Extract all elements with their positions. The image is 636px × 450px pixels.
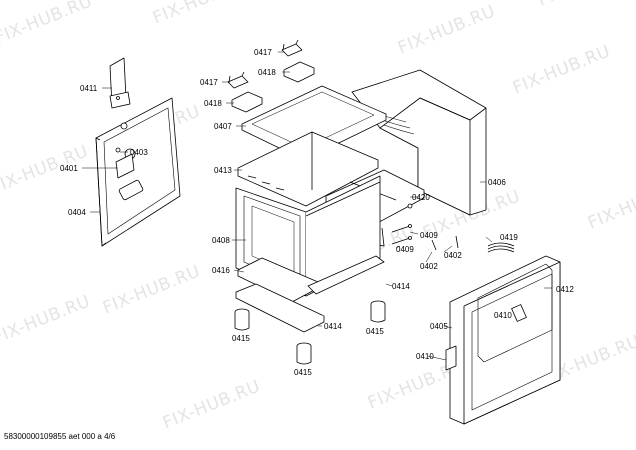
label-0417: 0417 [200, 78, 218, 87]
label-0405: 0405 [430, 322, 448, 331]
part-0415-foot [235, 301, 385, 364]
footer-reference: 5830000010985​5 aet 000 a 4/6 [4, 432, 116, 441]
label-0409: 0409 [420, 231, 438, 240]
label-0414: 0414 [324, 322, 342, 331]
label-0411: 0411 [80, 84, 98, 93]
label-0403: 0403 [130, 148, 148, 157]
part-0419-seal [488, 243, 514, 252]
label-0413: 0413 [214, 166, 232, 175]
label-0402: 0402 [444, 251, 462, 260]
label-0404: 0404 [68, 208, 86, 217]
leader-lines [82, 52, 552, 360]
label-0415: 0415 [366, 327, 384, 336]
label-0401: 0401 [60, 164, 78, 173]
label-0408: 0408 [212, 236, 230, 245]
part-0414-base-plate [236, 256, 384, 332]
part-0405-door [446, 256, 560, 424]
part-0413-frame [238, 132, 378, 206]
label-0418: 0418 [258, 68, 276, 77]
label-0418: 0418 [204, 99, 222, 108]
label-0407: 0407 [214, 122, 232, 131]
part-0417-clip [228, 40, 302, 88]
label-0409: 0409 [396, 245, 414, 254]
label-0417: 0417 [254, 48, 272, 57]
label-0414: 0414 [392, 282, 410, 291]
label-0416: 0416 [212, 266, 230, 275]
label-0406: 0406 [488, 178, 506, 187]
label-0420: 0420 [412, 193, 430, 202]
label-0402: 0402 [420, 262, 438, 271]
label-0415: 0415 [232, 334, 250, 343]
part-0404-side-panel [96, 98, 180, 246]
label-0415: 0415 [294, 368, 312, 377]
part-0409-screw [392, 225, 412, 245]
label-0410: 0410 [416, 352, 434, 361]
part-0402-pin [432, 236, 458, 250]
label-0412: 0412 [556, 285, 574, 294]
part-0418-block [232, 62, 314, 112]
label-0419: 0419 [500, 233, 518, 242]
label-0410: 0410 [494, 311, 512, 320]
part-0411-bracket [110, 58, 130, 108]
part-0406-cover [352, 70, 486, 215]
